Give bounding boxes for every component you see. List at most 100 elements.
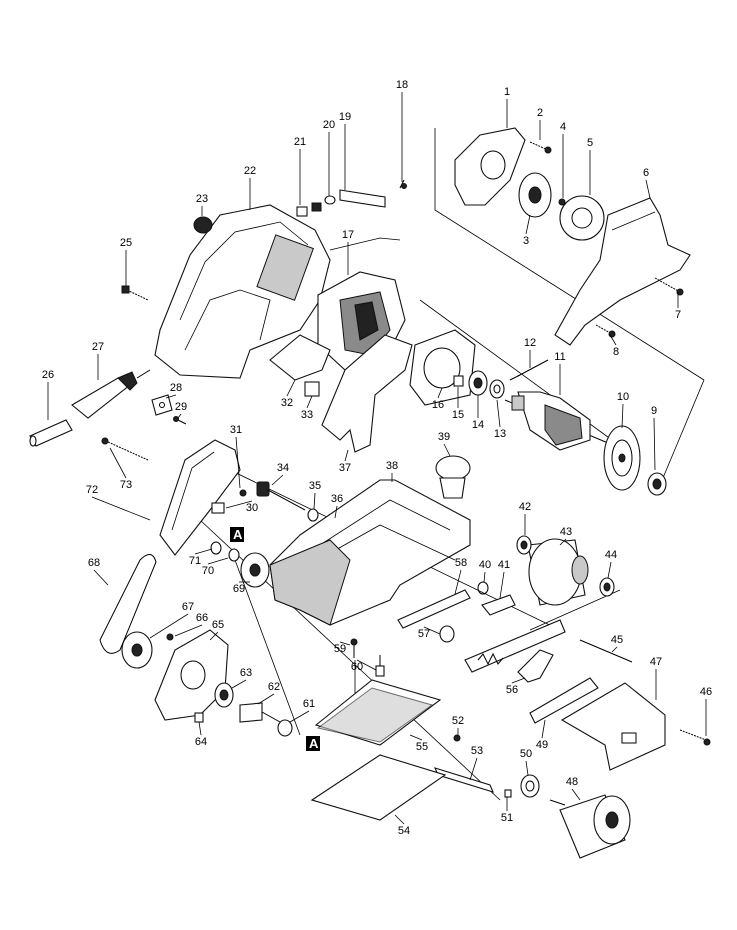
callout-25: 25 (120, 237, 132, 249)
callout-48: 48 (566, 776, 578, 788)
callout-71: 71 (189, 555, 201, 567)
callout-13: 13 (494, 428, 506, 440)
cord-clamp (151, 394, 187, 425)
callout-34: 34 (277, 462, 289, 474)
knob-39 (435, 455, 471, 499)
leader-line-39 (443, 443, 451, 457)
callout-8: 8 (613, 346, 619, 358)
screw-12 (509, 359, 549, 381)
leader-line-34 (271, 474, 284, 486)
lever-41 (481, 594, 516, 616)
screw-2 (529, 141, 552, 154)
front-roller (527, 538, 589, 606)
plate-49 (529, 677, 599, 724)
leader-line-65 (209, 631, 219, 641)
part-25-screw (121, 285, 149, 301)
leader-line-58 (454, 569, 462, 595)
bearing-44 (599, 577, 615, 597)
callout-45: 45 (611, 634, 623, 646)
plate-47 (560, 682, 666, 771)
screw-7 (654, 277, 684, 296)
leader-line-55 (409, 734, 423, 741)
pin-51 (504, 789, 512, 798)
callout-9: 9 (651, 405, 657, 417)
callout-59: 59 (334, 643, 346, 655)
gear-housing-65 (154, 629, 229, 721)
callout-32: 32 (281, 397, 293, 409)
callout-15: 15 (452, 409, 464, 421)
armature (504, 391, 621, 451)
pin-60 (375, 655, 385, 677)
callout-10: 10 (617, 391, 629, 403)
leader-line-43 (559, 538, 567, 546)
callout-47: 47 (650, 656, 662, 668)
screw-8 (595, 324, 616, 338)
leader-line-64 (198, 721, 202, 736)
callout-73: 73 (120, 479, 132, 491)
shaft-45 (579, 639, 633, 663)
callout-29: 29 (175, 401, 187, 413)
callout-2: 2 (537, 107, 543, 119)
callout-5: 5 (587, 137, 593, 149)
svg-text:A: A (309, 736, 319, 751)
callout-51: 51 (501, 812, 513, 824)
leader-line-67 (149, 613, 189, 639)
leader-line-6 (645, 179, 651, 199)
fan (603, 425, 641, 491)
callout-67: 67 (182, 601, 194, 613)
belt-cover (159, 439, 241, 556)
leader-line-53 (469, 757, 478, 781)
tension-lever (464, 619, 566, 673)
callout-55: 55 (416, 741, 428, 753)
callout-27: 27 (92, 341, 104, 353)
callout-6: 6 (643, 167, 649, 179)
screw-4 (558, 198, 566, 206)
callout-53: 53 (471, 745, 483, 757)
ring-5 (559, 195, 605, 241)
leader-line-31 (235, 436, 241, 489)
screw-59 (350, 638, 358, 658)
fan-3 (518, 172, 552, 218)
leader-line-33 (306, 395, 313, 409)
svg-text:A: A (233, 527, 243, 542)
callout-16: 16 (432, 399, 444, 411)
bearing-box (409, 329, 476, 406)
callout-56: 56 (506, 684, 518, 696)
leader-line-71 (194, 548, 213, 555)
power-cord (29, 419, 73, 447)
leader-line-28 (165, 394, 177, 399)
washer-35 (307, 508, 319, 522)
callout-3: 3 (523, 235, 529, 247)
part-19-plate (339, 189, 386, 208)
callout-7: 7 (675, 309, 681, 321)
callout-61: 61 (303, 698, 315, 710)
leader-line-29 (177, 413, 182, 419)
bearing-42 (516, 535, 532, 555)
callout-labels: 1234567891011121314151617181920212223252… (42, 79, 712, 837)
screw-73 (101, 437, 149, 461)
leader-line-9 (653, 417, 656, 471)
callout-41: 41 (498, 559, 510, 571)
callout-46: 46 (700, 686, 712, 698)
leader-line-62 (257, 693, 275, 705)
plate-53 (434, 767, 494, 793)
callout-58: 58 (455, 557, 467, 569)
baffle-plate (321, 334, 413, 453)
callout-21: 21 (294, 136, 306, 148)
clip-56 (517, 649, 554, 683)
leader-line-36 (334, 505, 338, 519)
washer-13 (489, 379, 505, 399)
callout-19: 19 (339, 111, 351, 123)
leader-line-13 (496, 399, 501, 428)
leader-line-68 (93, 569, 109, 586)
leader-line-54 (394, 814, 405, 825)
screw-52 (453, 734, 461, 742)
callout-60: 60 (351, 661, 363, 673)
plate-58 (397, 589, 471, 629)
brush-parts (296, 195, 336, 217)
callout-70: 70 (202, 565, 214, 577)
bearing-14 (468, 370, 488, 396)
callout-54: 54 (398, 825, 410, 837)
